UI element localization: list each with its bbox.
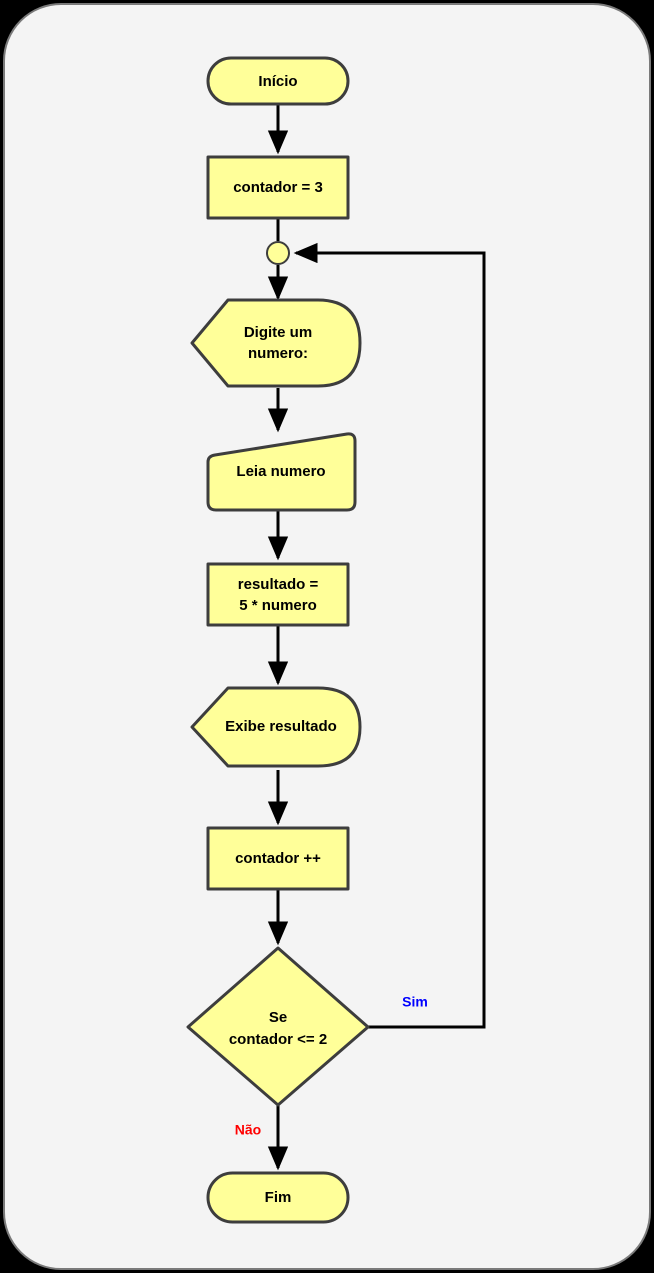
node-output[interactable]: Exibe resultado bbox=[190, 686, 362, 768]
edge-label-sim: Sim bbox=[402, 994, 428, 1010]
process-shape-init bbox=[206, 155, 350, 220]
node-init-label: contador = 3 bbox=[233, 179, 323, 196]
node-prompt[interactable]: Digite um numero: bbox=[190, 298, 362, 388]
node-decision-label-line1: Se bbox=[269, 1009, 287, 1026]
node-compute-label-line2: 5 * numero bbox=[239, 597, 317, 614]
node-read-label: Leia numero bbox=[236, 463, 325, 480]
node-init[interactable]: contador = 3 bbox=[206, 155, 350, 220]
connector-dot-junction bbox=[266, 241, 290, 265]
node-increment[interactable]: contador ++ bbox=[206, 826, 350, 891]
node-increment-label: contador ++ bbox=[235, 850, 321, 867]
terminator-shape-end bbox=[206, 1171, 350, 1224]
flow-lines bbox=[267, 103, 486, 1171]
node-decision[interactable]: Se contador <= 2 bbox=[186, 946, 370, 1107]
node-end-label: Fim bbox=[265, 1189, 292, 1206]
process-shape-increment bbox=[206, 826, 350, 891]
terminator-shape-start bbox=[206, 56, 350, 106]
node-prompt-label-line2: numero: bbox=[248, 345, 308, 362]
node-compute[interactable]: resultado = 5 * numero bbox=[206, 562, 350, 627]
node-decision-label-line2: contador <= 2 bbox=[229, 1031, 327, 1048]
display-shape-output bbox=[190, 686, 362, 768]
manual-input-shape-read bbox=[206, 432, 357, 512]
decision-shape-condition bbox=[186, 946, 370, 1107]
process-shape-compute bbox=[206, 562, 350, 627]
edge-label-nao: Não bbox=[235, 1122, 261, 1138]
node-start[interactable]: Início bbox=[206, 56, 350, 106]
node-start-label: Início bbox=[258, 73, 297, 90]
node-compute-label-line1: resultado = bbox=[238, 576, 319, 593]
node-junction[interactable] bbox=[266, 241, 290, 265]
node-output-label: Exibe resultado bbox=[225, 718, 337, 735]
node-read[interactable]: Leia numero bbox=[206, 432, 357, 512]
node-prompt-label-line1: Digite um bbox=[244, 324, 312, 341]
display-shape-prompt bbox=[190, 298, 362, 388]
node-end[interactable]: Fim bbox=[206, 1171, 350, 1224]
edge-decision-yes-loopback bbox=[293, 242, 486, 1029]
